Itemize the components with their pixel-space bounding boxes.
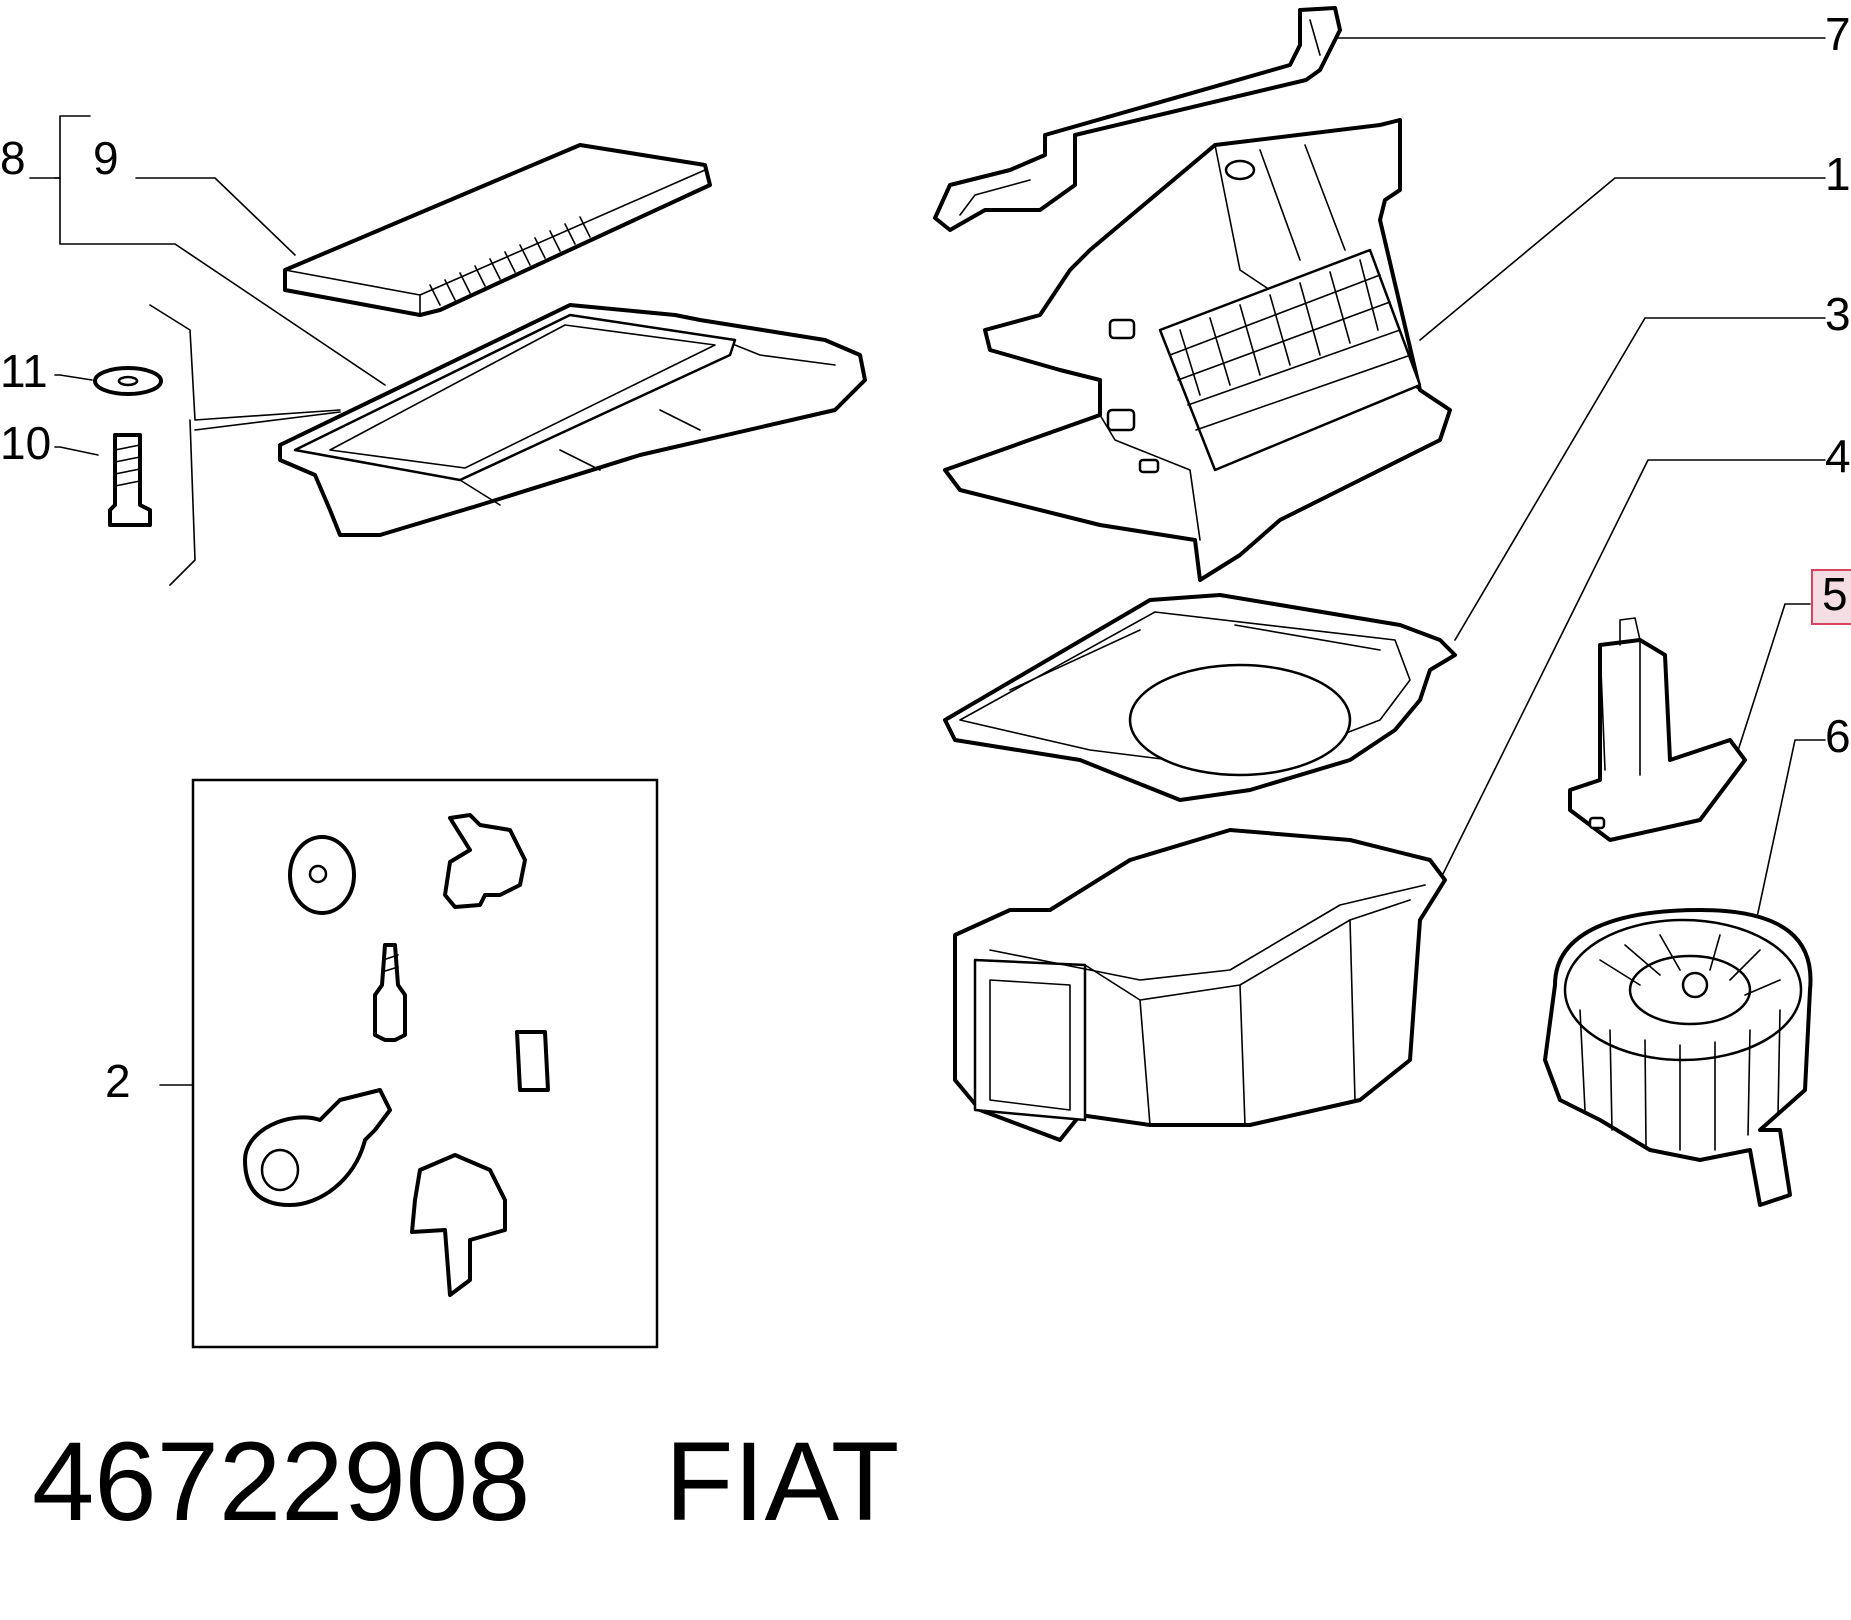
callout-4: 4 xyxy=(1825,430,1851,482)
callout-9: 9 xyxy=(93,132,119,184)
callout-7: 7 xyxy=(1825,8,1851,60)
part-10-screw xyxy=(108,433,152,527)
brand-name: FIAT xyxy=(665,1419,899,1544)
callout-6: 6 xyxy=(1825,710,1851,762)
part-6-blower-motor xyxy=(1543,908,1813,1207)
part-8-filter-tray xyxy=(278,303,867,537)
part-2-fastener-kit xyxy=(191,778,659,1349)
callout-5: 5 xyxy=(1822,568,1848,620)
part-1-housing xyxy=(943,118,1452,582)
callout-1: 1 xyxy=(1825,148,1851,200)
leader-lines xyxy=(29,37,1826,1086)
callout-10: 10 xyxy=(0,417,51,469)
part-5-resistor xyxy=(1568,617,1747,842)
part-7-seal-strip xyxy=(933,6,1342,232)
part-3-gasket-frame xyxy=(943,593,1457,802)
callout-11: 11 xyxy=(0,345,48,397)
callout-8: 8 xyxy=(0,132,26,184)
callout-2: 2 xyxy=(105,1055,131,1107)
callout-labels: 7 1 3 4 5 6 2 8 9 11 10 xyxy=(0,8,1851,1107)
part-11-washer xyxy=(93,366,163,396)
part-4-blower-case xyxy=(953,828,1447,1142)
callout-3: 3 xyxy=(1825,288,1851,340)
part-9-cabin-filter xyxy=(283,143,712,317)
part-number: 46722908 xyxy=(32,1419,530,1544)
callout-5-highlight xyxy=(1811,569,1851,625)
